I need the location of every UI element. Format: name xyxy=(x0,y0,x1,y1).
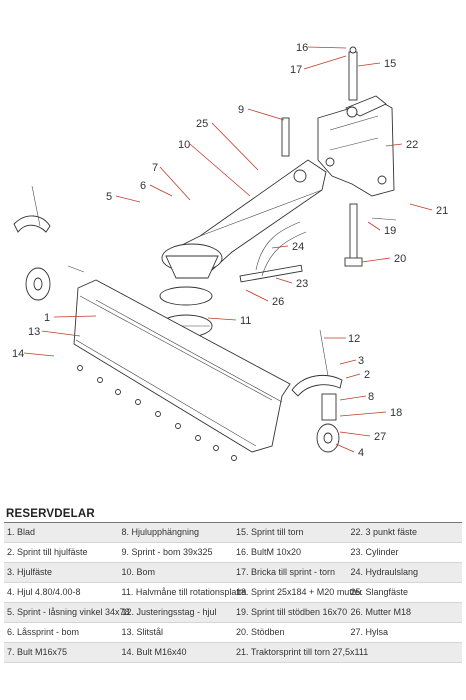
wheel-right xyxy=(291,329,343,453)
callout-11: 11 xyxy=(240,315,251,327)
callout-numbers: 1 2 3 4 5 6 7 8 9 10 11 12 13 14 15 16 1… xyxy=(12,42,448,459)
hitch-tower xyxy=(317,46,395,197)
table-cell: 21. Traktorsprint till torn 27,5x111 xyxy=(236,647,369,657)
callout-16: 16 xyxy=(296,42,308,54)
callout-21: 21 xyxy=(436,205,448,217)
parts-list-heading: RESERVDELAR xyxy=(6,508,95,520)
callout-20: 20 xyxy=(394,253,406,265)
callout-19: 19 xyxy=(384,225,396,237)
table-cell: 26. Mutter M18 xyxy=(350,607,412,617)
wheel-left xyxy=(13,185,85,301)
callout-2: 2 xyxy=(364,369,370,381)
table-cell: 18. Sprint 25x184 + M20 mutter xyxy=(236,587,363,597)
table-cell: 22. 3 punkt fäste xyxy=(350,527,418,537)
table-row: 2. Sprint till hjulfäste 9. Sprint - bom… xyxy=(4,543,462,563)
table-cell: 7. Bult M16x75 xyxy=(7,647,68,657)
callout-23: 23 xyxy=(296,278,308,290)
callout-10: 10 xyxy=(178,139,190,151)
table-cell: 15. Sprint till torn xyxy=(236,527,304,537)
table-cell: 8. Hjulupphängning xyxy=(121,527,200,537)
table-cell: 19. Sprint till stödben 16x70 xyxy=(236,607,348,617)
table-row: 1. Blad 8. Hjulupphängning 15. Sprint ti… xyxy=(4,523,462,543)
bolts xyxy=(77,365,237,461)
callout-27: 27 xyxy=(374,431,386,443)
callout-13: 13 xyxy=(28,326,40,338)
table-cell: 4. Hjul 4.80/4.00-8 xyxy=(7,587,81,597)
diagram-svg: 1 2 3 4 5 6 7 8 9 10 11 12 13 14 15 16 1… xyxy=(12,42,448,461)
callout-25: 25 xyxy=(196,118,208,130)
table-cell: 1. Blad xyxy=(7,527,36,537)
table-cell: 3. Hjulfäste xyxy=(7,567,53,577)
callout-3: 3 xyxy=(358,355,364,367)
table-row: 3. Hjulfäste 10. Bom 17. Bricka till spr… xyxy=(4,563,462,583)
table-cell: 11. Halvmåne till rotationsplatta xyxy=(121,587,247,597)
table-cell: 16. BultM 10x20 xyxy=(236,547,302,557)
callout-8: 8 xyxy=(368,391,374,403)
table-cell: 12. Justeringsstag - hjul xyxy=(121,607,217,617)
table-cell: 2. Sprint till hjulfäste xyxy=(7,547,88,557)
table-cell: 24. Hydraulslang xyxy=(350,567,419,577)
table-cell: 23. Cylinder xyxy=(350,547,399,557)
table-cell: 25. Slangfäste xyxy=(350,587,409,597)
callout-24: 24 xyxy=(292,241,304,253)
callout-26: 26 xyxy=(272,296,284,308)
callout-4: 4 xyxy=(358,447,364,459)
table-cell: 17. Bricka till sprint - torn xyxy=(236,567,336,577)
callout-15: 15 xyxy=(384,58,396,70)
callout-6: 6 xyxy=(140,180,146,192)
parts-table: 1. Blad 8. Hjulupphängning 15. Sprint ti… xyxy=(4,522,462,663)
table-cell: 5. Sprint - låsning vinkel 34x78 xyxy=(7,607,130,617)
table-cell: 27. Hylsa xyxy=(350,627,389,637)
table-cell: 20. Stödben xyxy=(236,627,285,637)
exploded-parts-diagram: 1 2 3 4 5 6 7 8 9 10 11 12 13 14 15 16 1… xyxy=(12,42,448,461)
callout-5: 5 xyxy=(106,191,112,203)
callout-12: 12 xyxy=(348,333,360,345)
callout-22: 22 xyxy=(406,139,418,151)
table-row: 5. Sprint - låsning vinkel 34x78 12. Jus… xyxy=(4,603,462,623)
table-cell: 14. Bult M16x40 xyxy=(121,647,187,657)
cylinder xyxy=(239,221,307,283)
callout-1: 1 xyxy=(44,312,50,324)
table-row: 4. Hjul 4.80/4.00-8 11. Halvmåne till ro… xyxy=(4,583,462,603)
table-row: 7. Bult M16x75 14. Bult M16x40 21. Trakt… xyxy=(4,643,462,663)
table-cell: 6. Låssprint - bom xyxy=(7,627,80,637)
callout-9: 9 xyxy=(238,104,244,116)
table-cell: 9. Sprint - bom 39x325 xyxy=(121,547,213,557)
leader-lines xyxy=(23,46,433,453)
callout-7: 7 xyxy=(152,162,158,174)
callout-17: 17 xyxy=(290,64,302,76)
callout-14: 14 xyxy=(12,348,24,360)
callout-18: 18 xyxy=(390,407,402,419)
blade xyxy=(73,279,291,453)
table-cell xyxy=(348,643,463,662)
table-cell: 10. Bom xyxy=(121,567,156,577)
table-row: 6. Låssprint - bom 13. Slitstål 20. Stöd… xyxy=(4,623,462,643)
table-cell: 13. Slitstål xyxy=(121,627,164,637)
